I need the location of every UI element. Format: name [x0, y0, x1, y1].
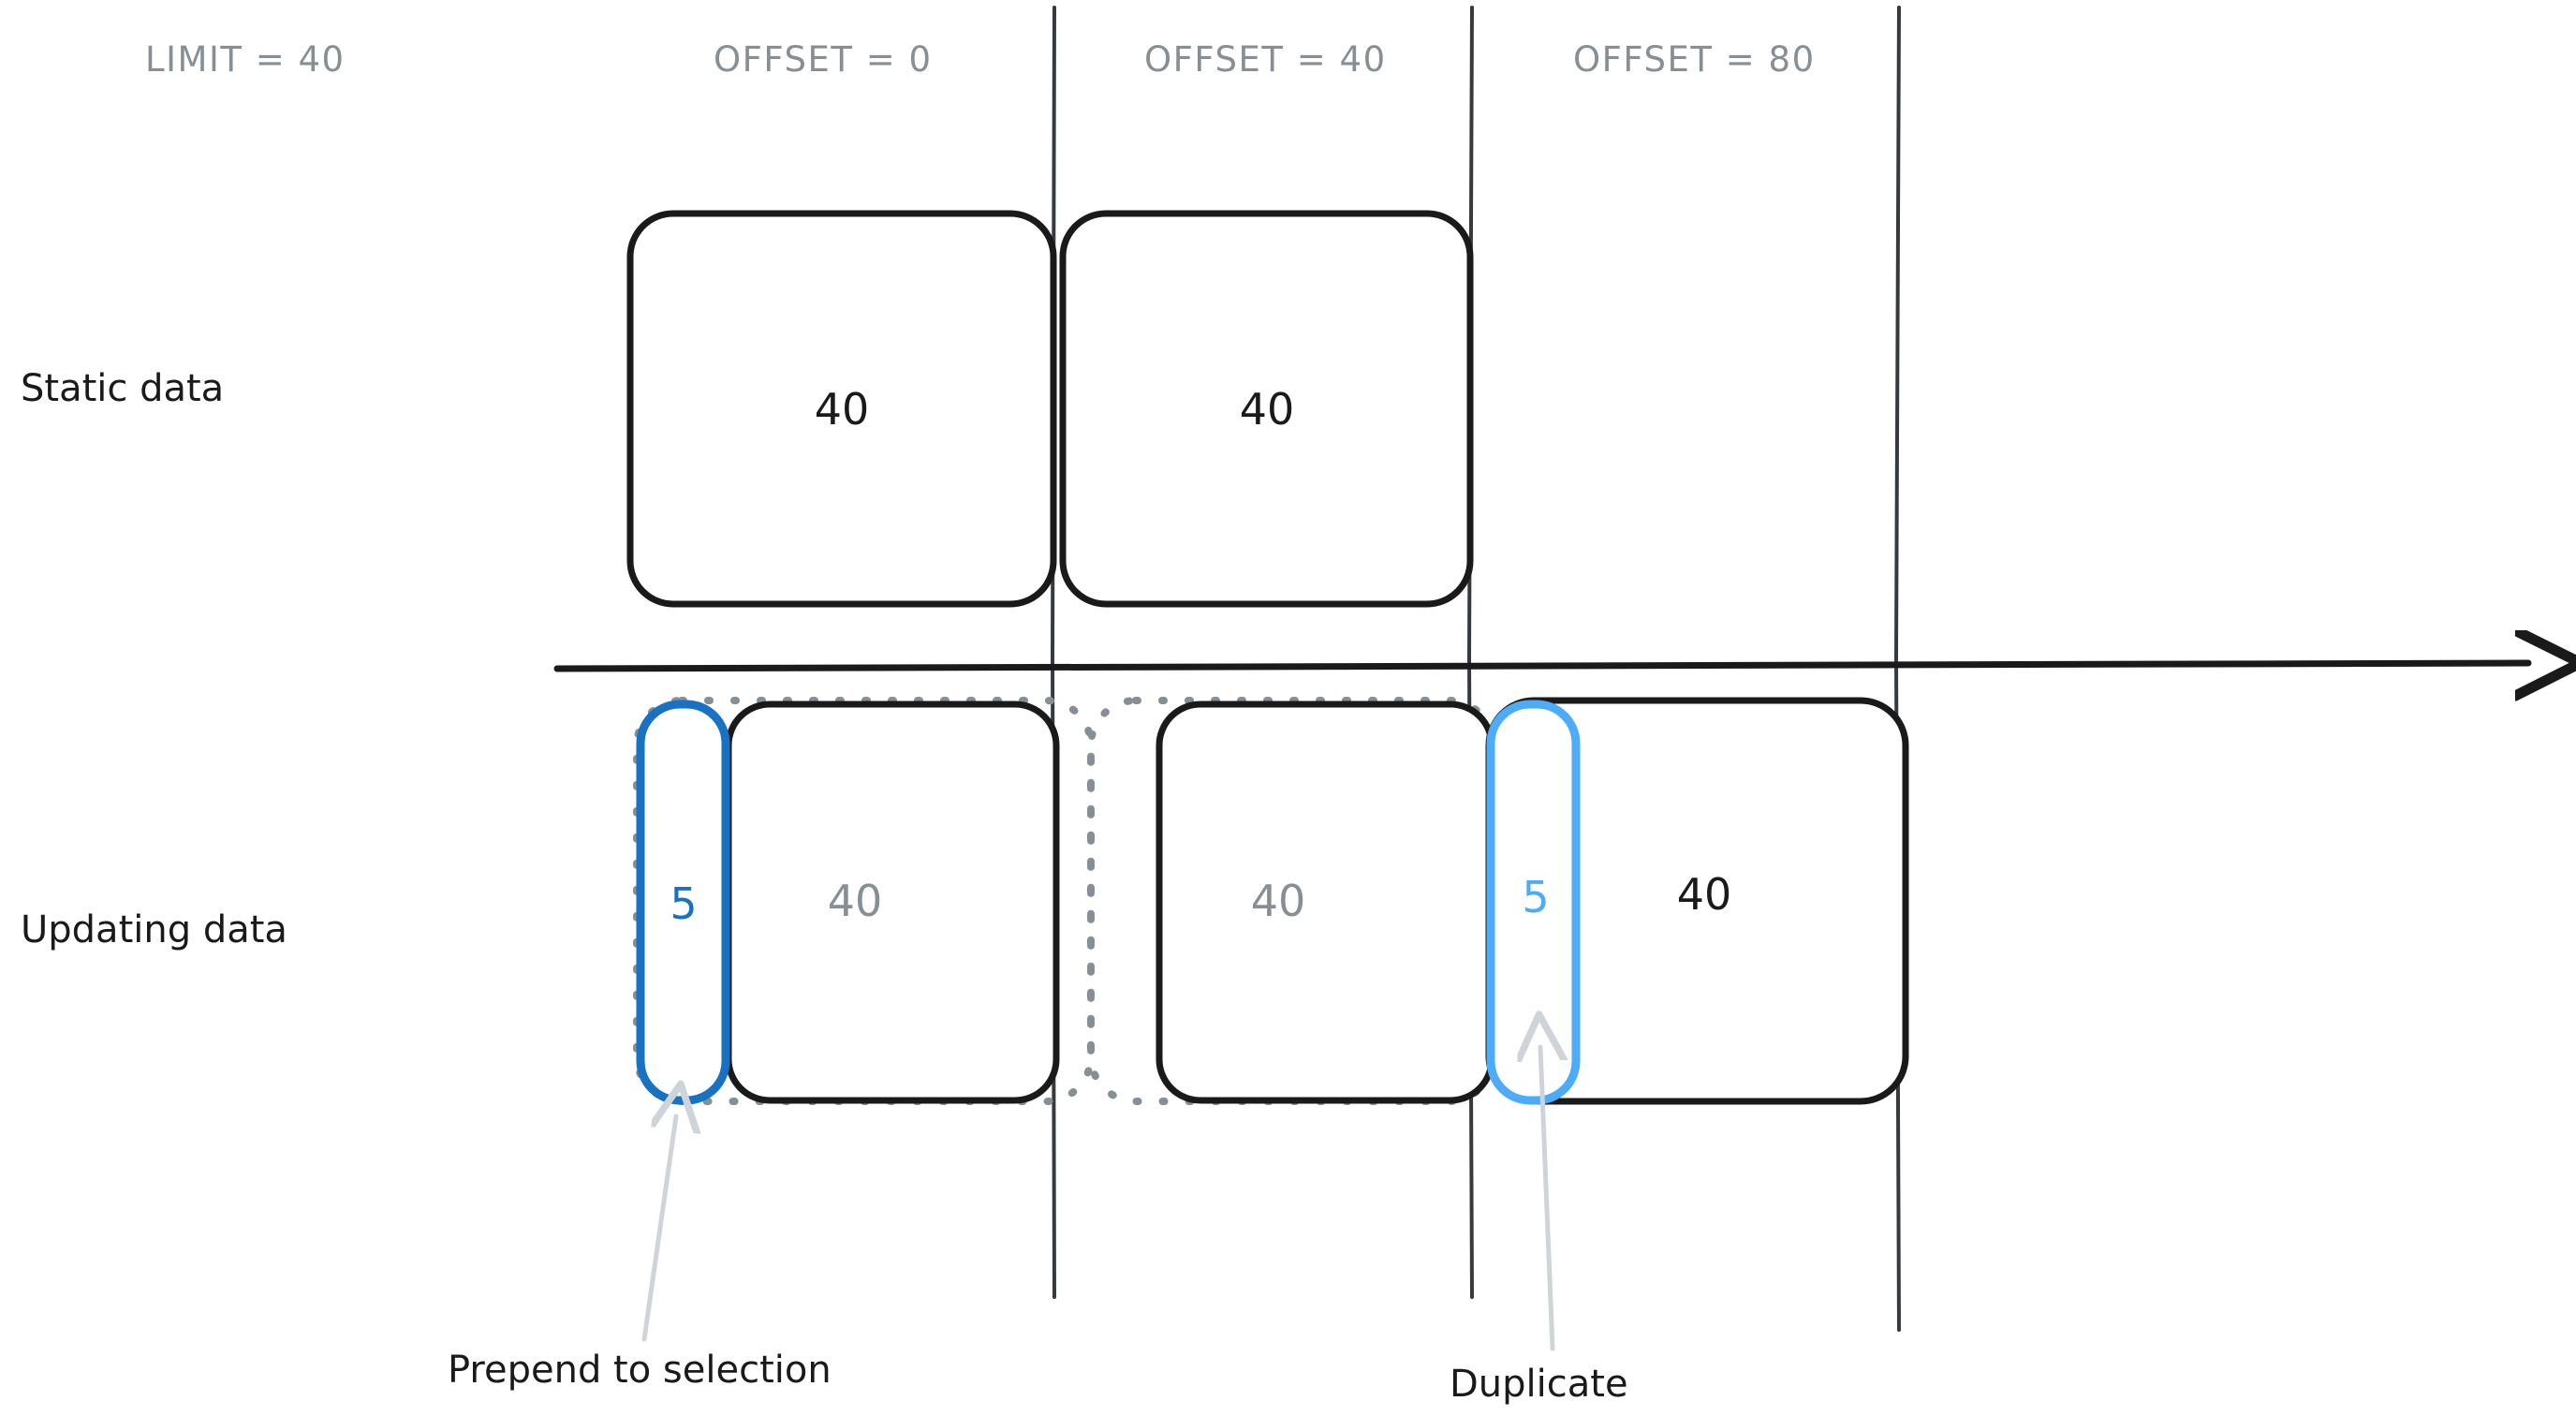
static-page-1-box [626, 210, 1057, 608]
arrow-prepend [641, 1116, 676, 1342]
updating-page-2-box [1156, 701, 1495, 1104]
static-row-boxes [626, 210, 1474, 608]
static-page-2-value: 40 [1239, 384, 1295, 435]
updating-page-2-value: 40 [1250, 876, 1306, 926]
static-page-2-box [1059, 210, 1474, 608]
updating-row-boxes [636, 697, 1909, 1105]
row-header-updating-data: Updating data [21, 908, 287, 951]
static-page-1-value: 40 [814, 384, 870, 435]
arrow-duplicate [1540, 1047, 1553, 1351]
column-header-offset-80: OFFSET = 80 [1573, 39, 1816, 80]
column-header-limit: LIMIT = 40 [145, 39, 346, 80]
annotation-prepend-to-selection: Prepend to selection [448, 1349, 832, 1392]
updating-page-1-value: 40 [827, 876, 883, 926]
duplicate-chunk-value: 5 [1522, 872, 1550, 922]
column-header-offset-0: OFFSET = 0 [714, 39, 933, 80]
prepended-chunk-value: 5 [670, 878, 698, 929]
duplicate-chunk-box [1486, 700, 1581, 1105]
updating-page-1-box [725, 701, 1060, 1104]
callout-arrows [641, 1047, 1553, 1351]
time-axis [553, 663, 2528, 669]
annotation-duplicate: Duplicate [1450, 1363, 1628, 1406]
row-header-static-data: Static data [21, 367, 225, 410]
column-header-offset-40: OFFSET = 40 [1144, 39, 1387, 80]
updating-page-3-value: 40 [1676, 869, 1732, 920]
